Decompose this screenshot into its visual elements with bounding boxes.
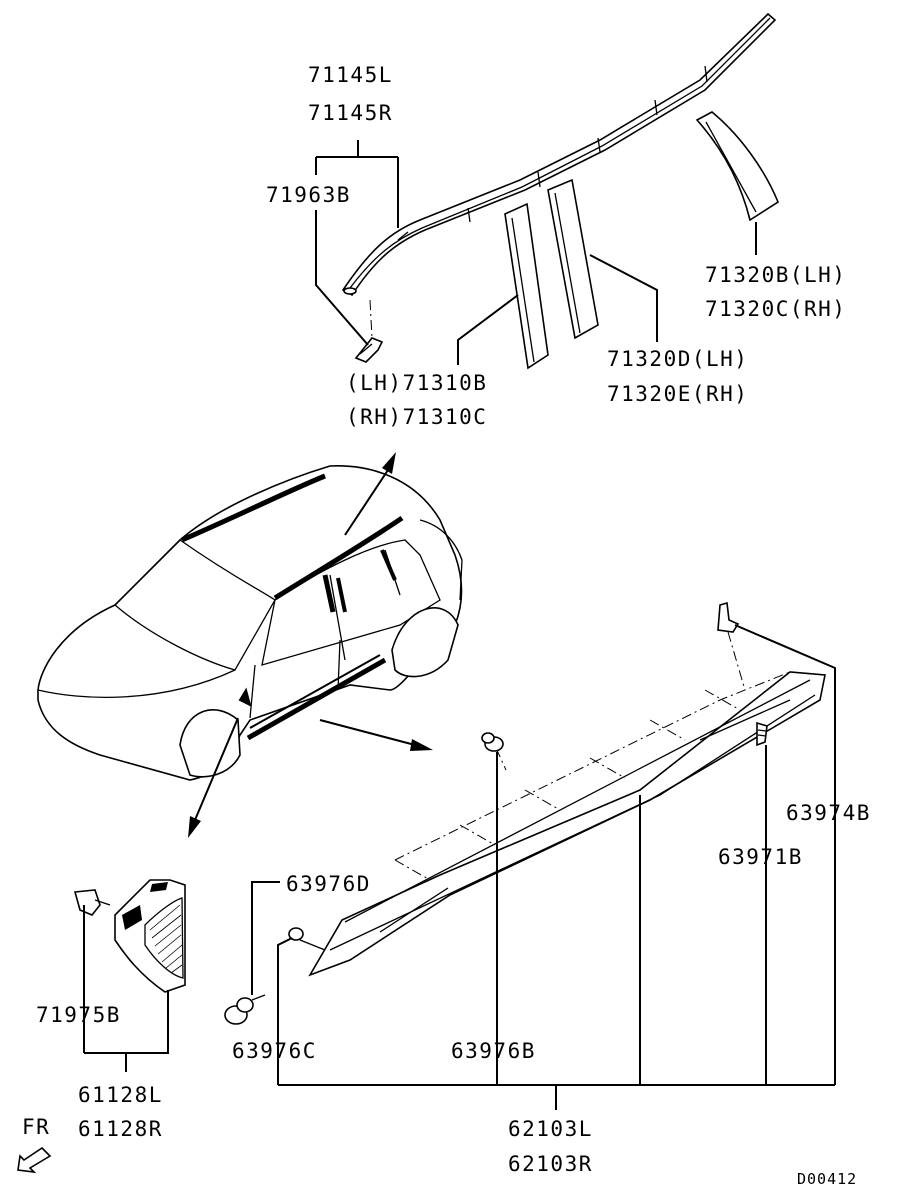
label-71320E: 71320E(RH) [607,382,748,406]
label-63976B: 63976B [451,1039,536,1063]
c-pillar-garnish[interactable] [547,178,599,340]
quarter-garnish[interactable] [695,111,779,222]
clip-63974B[interactable] [717,601,740,633]
roof-molding[interactable] [341,12,777,297]
label-71310B: (LH)71310B [346,371,487,395]
label-71963B: 71963B [266,183,351,207]
molding-clip[interactable] [354,299,384,363]
label-71975B: 71975B [36,1003,121,1027]
label-62103L: 62103L [508,1117,593,1141]
front-direction-arrow-icon [17,1146,52,1174]
label-fr: FR [22,1115,50,1139]
label-63976D: 63976D [286,872,371,896]
clip-63976C[interactable] [288,927,326,951]
label-61128L: 61128L [78,1083,163,1107]
label-71145L: 71145L [308,63,393,87]
side-sill-garnish[interactable] [308,631,826,977]
clip-63976D[interactable] [224,994,266,1025]
label-71320D: 71320D(LH) [607,347,748,371]
label-61128R: 61128R [78,1117,163,1141]
diagram-code: D00412 [797,1170,857,1187]
label-71320B: 71320B(LH) [705,263,846,287]
label-71320C: 71320C(RH) [705,297,846,321]
screw-63971B[interactable] [756,721,768,747]
vehicle-body [37,465,463,781]
b-pillar-garnish[interactable] [504,202,549,370]
fender-garnish[interactable] [114,879,186,993]
label-71310C: (RH)71310C [346,405,487,429]
label-63971B: 63971B [718,845,803,869]
label-62103R: 62103R [508,1152,593,1176]
leader-arrows [188,452,433,838]
clip-71975B[interactable] [73,889,111,916]
clip-63976B[interactable] [481,732,504,752]
label-71145R: 71145R [308,101,393,125]
label-63976C: 63976C [232,1039,317,1063]
label-63974B: 63974B [786,801,871,825]
